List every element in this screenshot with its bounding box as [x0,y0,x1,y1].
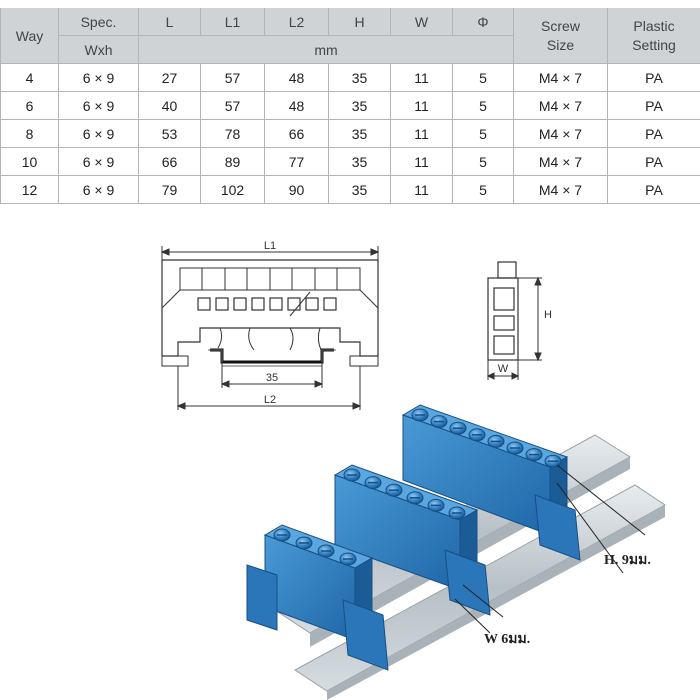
cell-plastic: PA [607,175,700,204]
hole-row [197,297,337,311]
cell-phi: 5 [452,175,514,204]
cell-screw: M4 × 7 [513,63,608,92]
cell-w: 11 [390,175,453,204]
header-screw-line2: Size [546,36,575,53]
cell-way: 6 [0,91,59,120]
label-l1: L1 [264,240,276,252]
leader-lines [454,464,646,634]
cell-phi: 5 [452,147,514,176]
header-screw-size: Screw Size [513,8,608,64]
cell-w: 11 [390,91,453,120]
label-h: H [544,309,552,321]
cell-way: 4 [0,63,59,92]
terminal-block-4way [246,524,389,671]
header-spec: Spec. [58,8,139,36]
cell-l2: 90 [264,175,329,204]
product-photo [246,404,666,700]
header-screw-line1: Screw [541,17,580,34]
cell-w: 11 [390,147,453,176]
header-l2: L2 [264,8,329,36]
cell-w: 11 [390,63,453,92]
header-phi: Φ [452,8,514,36]
header-w: W [390,8,453,36]
cell-plastic: PA [607,63,700,92]
cell-l: 53 [138,119,201,148]
cell-h: 35 [328,147,391,176]
header-plastic-line1: Plastic [633,17,675,34]
cell-phi: 5 [452,91,514,120]
cell-h: 35 [328,91,391,120]
terminal-block-6way [333,464,491,616]
cell-l: 27 [138,63,201,92]
cell-plastic: PA [607,119,700,148]
cell-screw: M4 × 7 [513,175,608,204]
spec-table: Way Spec. L L1 L2 H W Φ Screw Size Plast… [0,8,700,204]
cell-l: 66 [138,147,201,176]
header-plastic-setting: Plastic Setting [607,8,700,64]
cell-l2: 48 [264,91,329,120]
header-mm: mm [138,35,514,64]
cell-l1: 78 [200,119,265,148]
cell-h: 35 [328,63,391,92]
cell-plastic: PA [607,147,700,176]
cell-spec: 6 × 9 [58,175,139,204]
cell-phi: 5 [452,119,514,148]
terminal-block-8way [401,404,581,561]
cell-h: 35 [328,175,391,204]
cell-screw: M4 × 7 [513,119,608,148]
cell-spec: 6 × 9 [58,119,139,148]
header-l1: L1 [200,8,265,36]
cell-phi: 5 [452,63,514,92]
header-wxh: Wxh [58,35,139,64]
note-width: W 6มม. [484,632,531,647]
cell-screw: M4 × 7 [513,91,608,120]
cell-spec: 6 × 9 [58,91,139,120]
side-view-drawing: H W [486,261,552,380]
label-l2: L2 [264,394,276,406]
cell-spec: 6 × 9 [58,147,139,176]
note-height: H. 9มม. [604,553,651,568]
cell-l1: 102 [200,175,265,204]
cell-l2: 66 [264,119,329,148]
cell-h: 35 [328,119,391,148]
cell-way: 8 [0,119,59,148]
cell-l: 79 [138,175,201,204]
cell-spec: 6 × 9 [58,63,139,92]
header-l: L [138,8,201,36]
cell-l: 40 [138,91,201,120]
cell-way: 12 [0,175,59,204]
cell-plastic: PA [607,91,700,120]
header-plastic-line2: Setting [632,36,676,53]
label-35: 35 [266,372,278,384]
front-view-drawing: L1 35 L2 [160,240,380,410]
cell-way: 10 [0,147,59,176]
cell-screw: M4 × 7 [513,147,608,176]
cell-l1: 57 [200,63,265,92]
cell-l1: 89 [200,147,265,176]
cell-l2: 48 [264,63,329,92]
label-w: W [498,363,509,375]
cell-l1: 57 [200,91,265,120]
header-h: H [328,8,391,36]
header-way: Way [0,8,59,64]
cell-w: 11 [390,119,453,148]
cell-l2: 77 [264,147,329,176]
